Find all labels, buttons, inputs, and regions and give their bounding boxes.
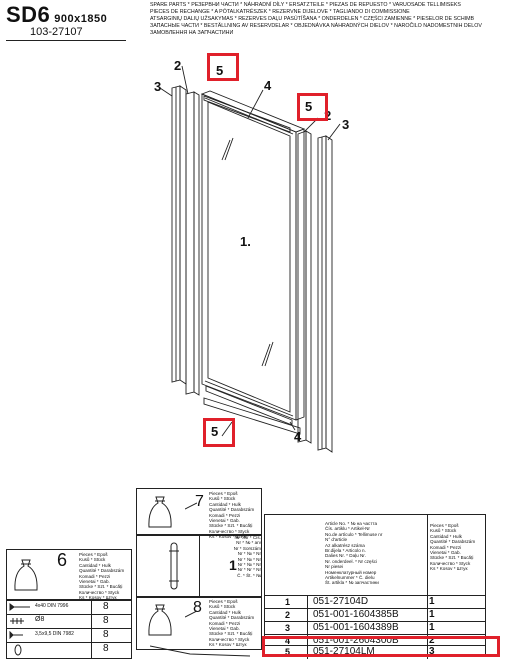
parts-table-header: № * Nr * Čís. Nr * № * arv Nr * Sorszám … (234, 515, 485, 595)
article-cell: 051-27104LM (307, 646, 427, 659)
wall-plug-icon (10, 618, 24, 624)
item-6-pieces-label: Pieces * Epoš Kusů * Stück Cantidad * Hu… (79, 552, 125, 601)
spare-parts-line: ЗАПАСНЫЕ ЧАСТИ * BESTÄLLNING AV RESERVDE… (150, 23, 482, 30)
item-7-row: 1 (136, 534, 262, 598)
item-7-qty: 1 (229, 557, 237, 573)
left-inner-profile (185, 91, 200, 396)
bag-icon (148, 496, 172, 528)
wall-plug-label: Ø8 (35, 616, 45, 623)
table-row: 3 051-001-1604389B 1 (265, 621, 485, 635)
small-screw-label: 3,5x9,5 DIN 7982 (35, 631, 74, 637)
highlight-part-5-top (207, 53, 239, 81)
bag-icon (14, 559, 38, 591)
table-row: 4 051-001-2604300B 2 (265, 634, 485, 646)
screw-icon (9, 603, 30, 611)
small-screw-qty: 8 (103, 629, 109, 640)
highlight-part-5-bottom (203, 418, 235, 447)
screws-table: 4x40 DIN 7996 8 Ø8 8 3,5x9,5 DIN 7982 8 … (6, 599, 132, 659)
label-part-4-top: 4 (264, 78, 272, 93)
parts-table: № * Nr * Čís. Nr * № * arv Nr * Sorszám … (234, 514, 486, 659)
label-part-2-left: 2 (174, 58, 181, 73)
qty-cell: 1 (427, 622, 437, 635)
article-cell: 051-001-1604389B (307, 622, 427, 635)
label-part-3-left: 3 (154, 79, 161, 94)
item-8-box: 8 Pieces * Epoš Kusů * Stück Cantidad * … (136, 596, 262, 650)
item-8-number: 8 (193, 599, 202, 616)
label-part-3-right: 3 (342, 117, 349, 132)
spare-parts-line: SPARE PARTS * РЕЗЕРВНИ ЧАСТИ * NÁHRADNÍ … (150, 2, 461, 8)
spare-parts-line: ЗАМОВЛЕННЯ НА ЗАПЧАСТИНИ (150, 30, 234, 37)
col-header-no: № * Nr * Čís. Nr * № * arv Nr * Sorszám … (233, 535, 261, 578)
door-panel (200, 90, 306, 421)
label-part-5-top: 5 (216, 63, 223, 78)
bag-icon (148, 604, 172, 636)
model-name: SD6 (6, 2, 51, 27)
highlight-row-5 (262, 636, 500, 657)
highlight-part-5-right (297, 93, 328, 121)
header-divider (6, 40, 126, 41)
small-screw-icon (9, 631, 23, 639)
profile-end-icon (150, 645, 250, 657)
table-row: 2 051-001-1604385B 1 (265, 608, 485, 622)
door-handle-icon (169, 542, 179, 590)
item-6-box: 6 Pieces * Epoš Kusů * Stück Cantidad * … (6, 549, 132, 601)
spare-parts-line: PIECES DE RECHANGE * A PÓTALKATRÉSZEK * … (150, 9, 410, 16)
qty-cell: 1 (427, 609, 437, 622)
bottom-sweep-seal (203, 397, 301, 435)
screw-qty: 8 (103, 601, 109, 612)
qty-cell: 1 (427, 596, 437, 609)
screw-row: 8 (7, 642, 131, 658)
wall-plug-qty: 8 (103, 615, 109, 626)
screw-row: 4x40 DIN 7996 8 (7, 600, 131, 615)
left-wall-profile (171, 85, 187, 385)
top-seal (203, 95, 291, 133)
label-part-5-bottom: 5 (211, 424, 218, 439)
qty-cell: 3 (427, 646, 437, 659)
article-cell: 051-27104D (307, 596, 427, 609)
screw-cap-icon (14, 644, 22, 656)
screw-cap-qty: 8 (103, 643, 109, 654)
model-dimensions: 900x1850 (54, 13, 108, 25)
col-header-article: Article No. * № на частта Čís. artiklu *… (325, 521, 383, 586)
item-7-pieces-label: Pieces * Epoš Kusů * Stück Cantidad * Hu… (209, 491, 255, 540)
article-cell: 051-001-1604385B (307, 609, 427, 622)
spare-parts-header: SPARE PARTS * РЕЗЕРВНИ ЧАСТИ * NÁHRADNÍ … (150, 2, 490, 37)
item-7-number: 7 (195, 493, 204, 510)
right-wall-profile (317, 135, 333, 453)
screw-row: 3,5x9,5 DIN 7982 8 (7, 628, 131, 643)
item-6-number: 6 (57, 550, 68, 570)
article-cell: 051-001-2604300B (307, 635, 427, 646)
table-row: 5 051-27104LM 3 (265, 645, 485, 659)
right-inner-profile (297, 130, 312, 444)
screw-row: Ø8 8 (7, 614, 131, 629)
spare-parts-line: ATSARGINIŲ DALIŲ UŽSAKYMAS * REZERVES DA… (150, 16, 475, 23)
label-part-4-bottom: 4 (294, 429, 302, 444)
item-7-box: 7 Pieces * Epoš Kusů * Stück Cantidad * … (136, 488, 262, 539)
qty-cell: 2 (427, 635, 437, 646)
label-part-1: 1. (240, 234, 251, 249)
label-part-5-right: 5 (305, 99, 312, 114)
table-row: 1 051-27104D 1 (265, 595, 485, 609)
item-8-pieces-label: Pieces * Epoš Kusů * Stück Cantidad * Hu… (209, 599, 255, 648)
col-header-qty: Pieces * Epoš Kusů * Stück Cantidad * Hu… (430, 523, 476, 572)
screw-label: 4x40 DIN 7996 (35, 603, 69, 609)
exploded-door-diagram: 1. 2 2 3 3 4 4 5 5 5 (154, 58, 349, 453)
product-code: 103-27107 (30, 26, 83, 38)
